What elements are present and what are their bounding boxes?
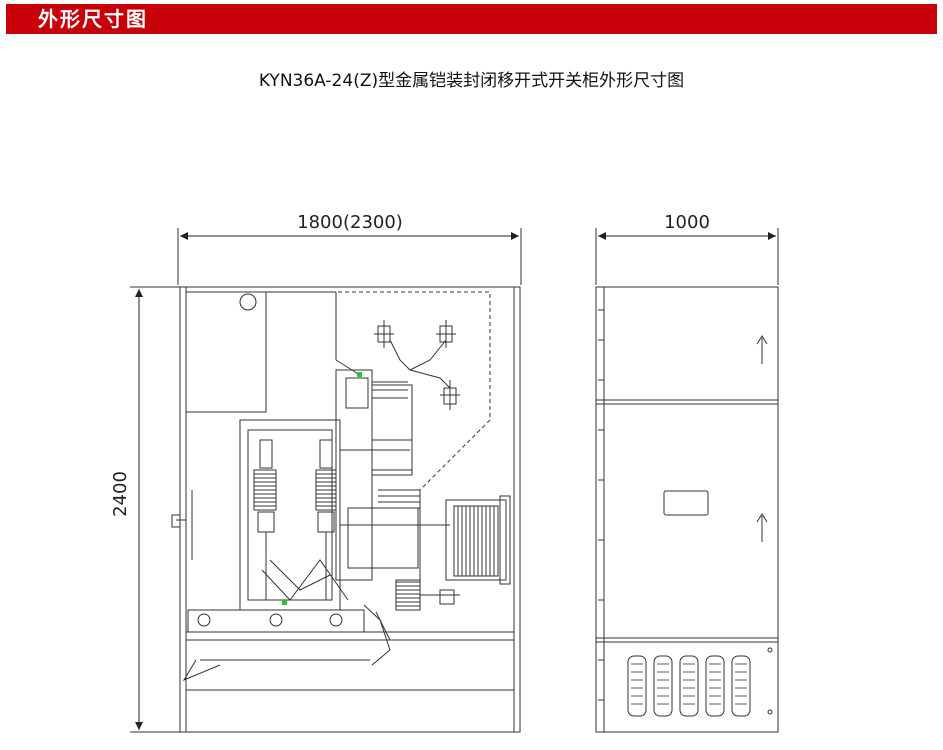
height-dimension: 2400: [110, 286, 180, 733]
depth-dimension: 1000: [595, 212, 779, 285]
ct-stack: [372, 381, 420, 509]
door-handle-top: [756, 335, 768, 364]
height-label: 2400: [110, 471, 131, 517]
vent-louvres: [627, 655, 751, 717]
width-label: 1800(2300): [297, 212, 403, 233]
width-dimension: 1800(2300): [177, 212, 522, 285]
page-title: 外形尺寸图: [38, 7, 148, 31]
diagram-caption: KYN36A-24(Z)型金属铠装封闭移开式开关柜外形尺寸图: [258, 71, 685, 91]
side-view: [595, 286, 779, 733]
front-view: [171, 286, 521, 733]
header-banner: 外形尺寸图: [6, 4, 937, 34]
door-handle-middle: [756, 513, 768, 542]
inspection-window: [663, 490, 709, 516]
earthing-markers: [282, 372, 362, 605]
depth-label: 1000: [664, 212, 710, 233]
